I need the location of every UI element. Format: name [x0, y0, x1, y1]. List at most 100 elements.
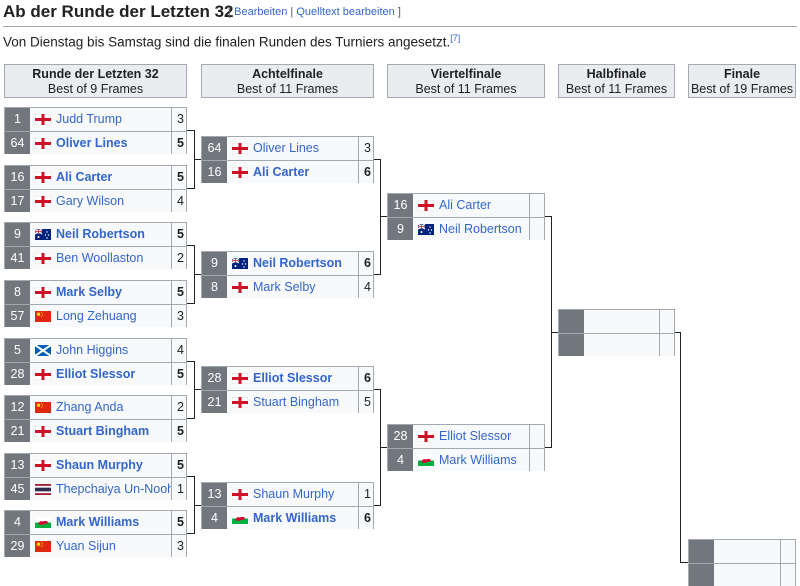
bracket-connector	[194, 159, 201, 160]
player-name-link[interactable]: Oliver Lines	[253, 141, 319, 155]
reference-link[interactable]: [7]	[450, 33, 461, 43]
player-name-link[interactable]: Ali Carter	[56, 170, 113, 184]
player-name-link[interactable]: Ali Carter	[439, 198, 492, 212]
score-cell: 4	[171, 190, 186, 212]
bracket-connector	[187, 303, 195, 304]
bracket-connector	[194, 505, 201, 506]
score-cell: 5	[171, 132, 186, 154]
england-flag-icon	[35, 195, 51, 207]
england-flag-icon	[35, 368, 51, 380]
england-flag-icon	[232, 143, 248, 154]
round-format: Best of 11 Frames	[236, 82, 339, 96]
player-name-link[interactable]: Thepchaiya Un-Nooh	[56, 481, 171, 496]
player-name-link[interactable]: Neil Robertson	[56, 227, 145, 241]
player-cell: Neil Robertson	[227, 252, 358, 275]
match-box	[688, 539, 796, 586]
player-name-link[interactable]: John Higgins	[56, 343, 129, 357]
bracket-connector	[187, 130, 195, 131]
player-name-link[interactable]: Oliver Lines	[56, 135, 128, 150]
edit-bracket-close: ]	[397, 6, 401, 18]
bracket-connector	[380, 216, 387, 217]
player-name-link[interactable]: Elliot Slessor	[439, 429, 512, 443]
score-cell	[780, 540, 795, 563]
score-cell: 1	[171, 478, 186, 500]
player-name-link[interactable]: Shaun Murphy	[253, 487, 335, 501]
player-name-link[interactable]: Neil Robertson	[253, 256, 342, 270]
player-cell: Neil Robertson	[30, 223, 171, 246]
edit-links: [ Bearbeiten | Quelltext bearbeiten ]	[228, 6, 401, 18]
player-name-link[interactable]: Ali Carter	[253, 164, 310, 179]
player-cell: Oliver Lines	[30, 132, 171, 154]
player-name-link[interactable]: Gary Wilson	[56, 193, 125, 208]
score-cell: 2	[171, 247, 186, 269]
bracket-connector	[380, 447, 387, 448]
england-flag-icon	[232, 396, 248, 408]
wales-flag-icon	[232, 512, 248, 524]
player-name-link[interactable]: Yuan Sijun	[56, 538, 116, 553]
player-cell: Shaun Murphy	[30, 454, 171, 477]
player-cell: Mark Williams	[413, 449, 529, 471]
player-name-link[interactable]: Shaun Murphy	[56, 458, 143, 472]
player-name-link[interactable]: Mark Williams	[56, 515, 140, 529]
round-format: Best of 11 Frames	[565, 82, 668, 96]
player-name-link[interactable]: Elliot Slessor	[253, 371, 333, 385]
player-name-link[interactable]: Mark Williams	[253, 510, 337, 525]
england-flag-icon	[35, 425, 51, 437]
player-name-link[interactable]: Zhang Anda	[56, 400, 124, 414]
score-cell: 4	[171, 339, 186, 362]
seed-number	[559, 334, 584, 356]
score-cell	[780, 564, 795, 586]
player-name-link[interactable]: Long Zehuang	[56, 308, 137, 323]
bracket-connector	[187, 245, 195, 246]
player-name-link[interactable]: Judd Trump	[56, 112, 123, 126]
england-flag-icon	[35, 252, 51, 264]
player-name-link[interactable]: Ben Woollaston	[56, 250, 144, 265]
bracket-connector	[380, 159, 381, 275]
england-flag-icon	[35, 172, 51, 183]
england-flag-icon	[418, 200, 434, 211]
australia-flag-icon	[35, 229, 51, 240]
seed-number: 9	[202, 252, 227, 275]
score-cell: 5	[171, 166, 186, 189]
seed-number: 16	[388, 194, 413, 217]
seed-number: 29	[5, 535, 30, 557]
player-name-link[interactable]: Stuart Bingham	[253, 394, 340, 409]
player-name-link[interactable]: Elliot Slessor	[56, 366, 136, 381]
player-name-link[interactable]: Mark Selby	[253, 279, 316, 294]
score-cell: 5	[171, 363, 186, 385]
england-flag-icon	[418, 431, 434, 442]
seed-number: 64	[202, 137, 227, 160]
edit-source-link[interactable]: Quelltext bearbeiten	[296, 6, 395, 18]
player-cell	[714, 564, 780, 586]
player-name-link[interactable]: Stuart Bingham	[56, 423, 150, 438]
player-row: 16 Ali Carter	[388, 194, 544, 217]
player-name-link[interactable]: Mark Selby	[56, 285, 123, 299]
edit-link[interactable]: Bearbeiten	[234, 6, 288, 18]
seed-number: 8	[5, 281, 30, 304]
player-cell: Judd Trump	[30, 108, 171, 131]
seed-number: 13	[5, 454, 30, 477]
player-name-link[interactable]: Neil Robertson	[439, 221, 522, 236]
score-cell: 5	[171, 281, 186, 304]
player-cell: Ali Carter	[413, 194, 529, 217]
match-box	[558, 309, 675, 356]
player-name-link[interactable]: Mark Williams	[439, 452, 517, 467]
edit-separator: |	[290, 6, 294, 18]
china-flag-icon	[35, 310, 51, 322]
section-heading: Ab der Runde der Letzten 32	[3, 2, 234, 21]
